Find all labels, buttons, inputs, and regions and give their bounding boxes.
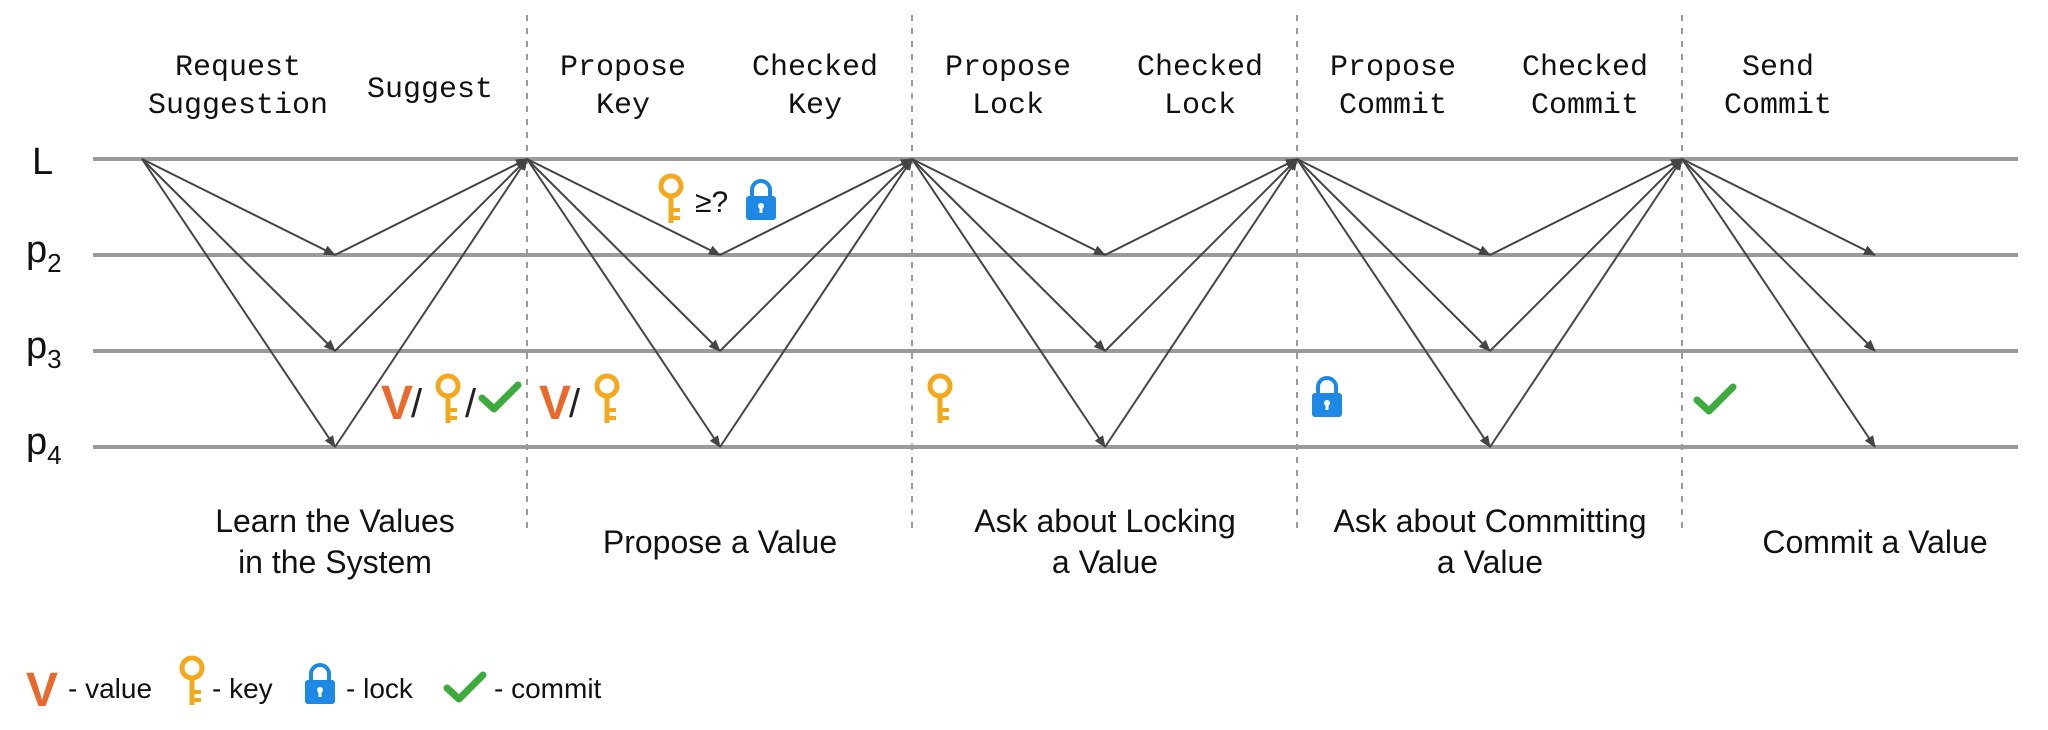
lock-icon (303, 663, 337, 706)
separator-slash: / (569, 382, 581, 426)
process-lanes (93, 157, 2018, 449)
legend: V - value - key - lock - commit (26, 658, 602, 717)
legend-label-value: - value (68, 673, 152, 704)
key-icon (438, 376, 458, 423)
key-icon (182, 658, 202, 705)
step-label-suggest: Suggest (367, 73, 493, 107)
message-arrow (334, 158, 528, 448)
check-icon (447, 675, 483, 699)
value-icon: V (539, 377, 571, 430)
message-arrow (1296, 158, 1491, 256)
lane-label-l: L (32, 141, 53, 183)
message-arrow (141, 158, 336, 256)
message-arrow (719, 158, 913, 352)
phase-label-propose: Propose a Value (603, 524, 837, 560)
message-arrow (141, 158, 336, 352)
value-icon: V (381, 377, 413, 430)
message-arrow (1296, 158, 1491, 448)
message-arrow (1104, 158, 1298, 256)
lane-labels: L p2 p3 p4 (26, 141, 62, 470)
check-icon (1697, 387, 1733, 411)
value-icon: V (26, 664, 58, 717)
message-arrow (526, 158, 721, 448)
lane-label-p2: p2 (26, 229, 62, 278)
message-arrow (719, 158, 913, 448)
message-arrow (1681, 158, 1876, 448)
key-icon (597, 376, 617, 423)
message-arrow (911, 158, 1106, 352)
message-arrows (141, 158, 1876, 448)
lock-icon (744, 179, 778, 222)
phase-dividers (526, 15, 1683, 530)
legend-label-commit: - commit (494, 673, 602, 704)
separator-slash: / (465, 382, 477, 426)
check-icon (482, 385, 518, 409)
message-arrow (1489, 158, 1683, 448)
message-arrow (526, 158, 721, 256)
message-arrow (911, 158, 1106, 448)
message-arrow (334, 158, 528, 256)
message-arrow (1681, 158, 1876, 256)
message-arrow (1296, 158, 1491, 352)
legend-label-key: - key (212, 673, 273, 704)
diagram-icons: ≥? V / / V / (381, 176, 1733, 430)
compare-symbol: ≥? (695, 186, 728, 219)
separator-slash: / (411, 382, 423, 426)
message-arrow (334, 158, 528, 352)
key-icon (661, 176, 681, 223)
phase-label-commit: Commit a Value (1762, 524, 1987, 560)
message-arrow (141, 158, 336, 448)
message-arrow (911, 158, 1106, 256)
message-arrow (1681, 158, 1876, 352)
message-arrow (1489, 158, 1683, 256)
lock-icon (1310, 376, 1344, 419)
message-arrow (526, 158, 721, 352)
key-icon (930, 376, 950, 423)
lane-label-p4: p4 (26, 421, 62, 470)
legend-label-lock: - lock (346, 673, 414, 704)
message-arrow (1104, 158, 1298, 352)
message-arrow (1104, 158, 1298, 448)
lane-label-p3: p3 (26, 325, 62, 374)
message-arrow (1489, 158, 1683, 352)
message-arrow (719, 158, 913, 256)
